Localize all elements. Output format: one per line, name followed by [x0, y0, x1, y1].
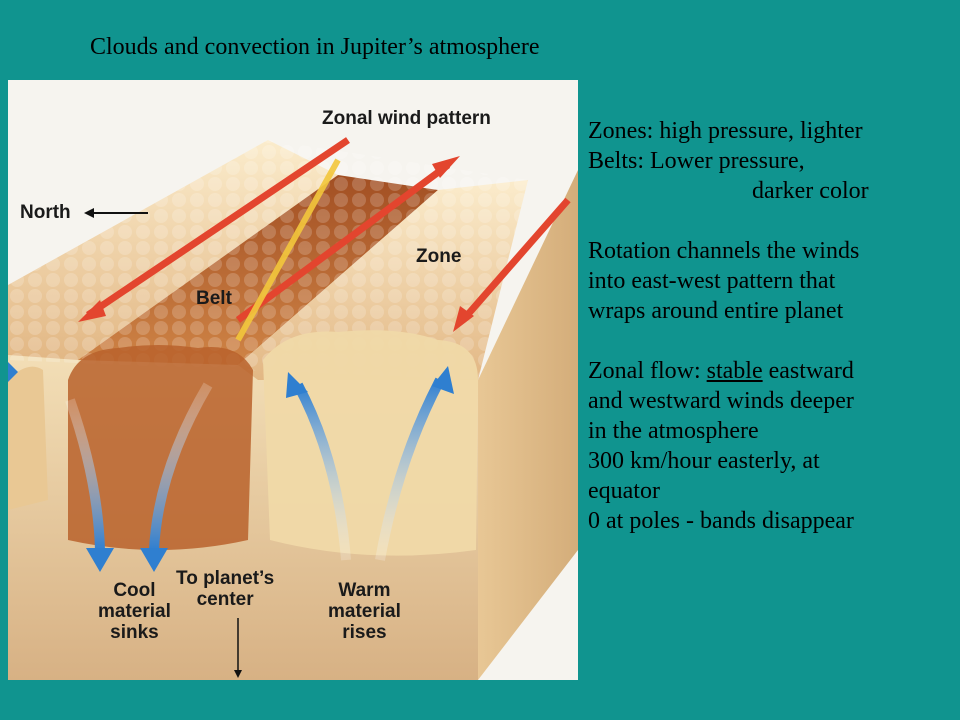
warm-label-line-1: Warm: [338, 580, 391, 601]
zonal-flow-note-3: in the atmosphere: [588, 418, 759, 444]
warm-material-rises-label: Warm material rises: [328, 580, 401, 643]
zonal-flow-prefix: Zonal flow:: [588, 358, 707, 384]
rotation-note-1: Rotation channels the winds: [588, 238, 860, 264]
left-cloud-section: [8, 366, 48, 510]
cool-label-line-1: Cool: [113, 580, 156, 601]
warm-rises-arrow-left: [293, 382, 351, 561]
planet-center-arrow: [234, 618, 242, 678]
speed-note-2: equator: [588, 478, 660, 504]
zonal-wind-pattern-label: Zonal wind pattern: [322, 108, 491, 129]
belts-note-continued: darker color: [752, 178, 869, 204]
poles-note: 0 at poles - bands disappear: [588, 508, 854, 534]
rotation-note-3: wraps around entire planet: [588, 298, 844, 324]
warm-label-line-3: rises: [342, 622, 387, 643]
warm-rises-arrow-right: [375, 377, 445, 561]
center-label-line-2: center: [196, 589, 254, 610]
to-planets-center-label: To planet’s center: [176, 568, 274, 610]
belt-label: Belt: [196, 288, 232, 309]
slide-title: Clouds and convection in Jupiter’s atmos…: [90, 34, 540, 60]
zone-label: Zone: [416, 246, 462, 267]
warm-rises-arrowhead-left: [286, 372, 308, 398]
diagram-illustration: [8, 137, 578, 680]
zonal-flow-note: Zonal flow: stable eastward: [588, 356, 958, 386]
cool-material-sinks-label: Cool material sinks: [98, 580, 171, 643]
cool-sinks-arrowhead-right: [140, 548, 168, 572]
cool-sinks-arrowhead-left: [86, 548, 114, 572]
wind-arrow-westward-right: [453, 197, 571, 332]
zonal-flow-stable: stable: [706, 358, 763, 384]
wind-arrow-eastward: [235, 156, 460, 323]
warm-rises-arrowhead-right: [432, 366, 454, 394]
edge-arrowhead: [8, 362, 18, 382]
center-label-line-1: To planet’s: [176, 568, 275, 589]
north-arrow: [84, 208, 148, 218]
cool-sinks-arrow-right: [149, 382, 213, 551]
speed-note-1: 300 km/hour easterly, at: [588, 448, 820, 474]
zonal-flow-suffix: eastward: [762, 358, 854, 384]
block-right-face: [478, 170, 578, 680]
yellow-streak: [235, 158, 341, 342]
warm-label-line-2: material: [328, 601, 401, 622]
zonal-flow-note-2: and westward winds deeper: [588, 388, 854, 414]
north-label: North: [20, 202, 71, 223]
zones-note: Zones: high pressure, lighter: [588, 118, 863, 144]
notes-panel: Zones: high pressure, lighter Belts: Low…: [588, 116, 958, 536]
zone-cloud-section: [263, 330, 478, 556]
cool-label-line-2: material: [98, 601, 171, 622]
rotation-note-2: into east-west pattern that: [588, 268, 836, 294]
belts-note: Belts: Lower pressure,: [588, 148, 805, 174]
cool-sinks-arrow-left: [65, 398, 105, 551]
convection-diagram: Zonal wind pattern North Zone Belt Cool …: [8, 80, 578, 680]
cool-label-line-3: sinks: [110, 622, 159, 643]
wind-arrow-westward: [78, 137, 350, 322]
